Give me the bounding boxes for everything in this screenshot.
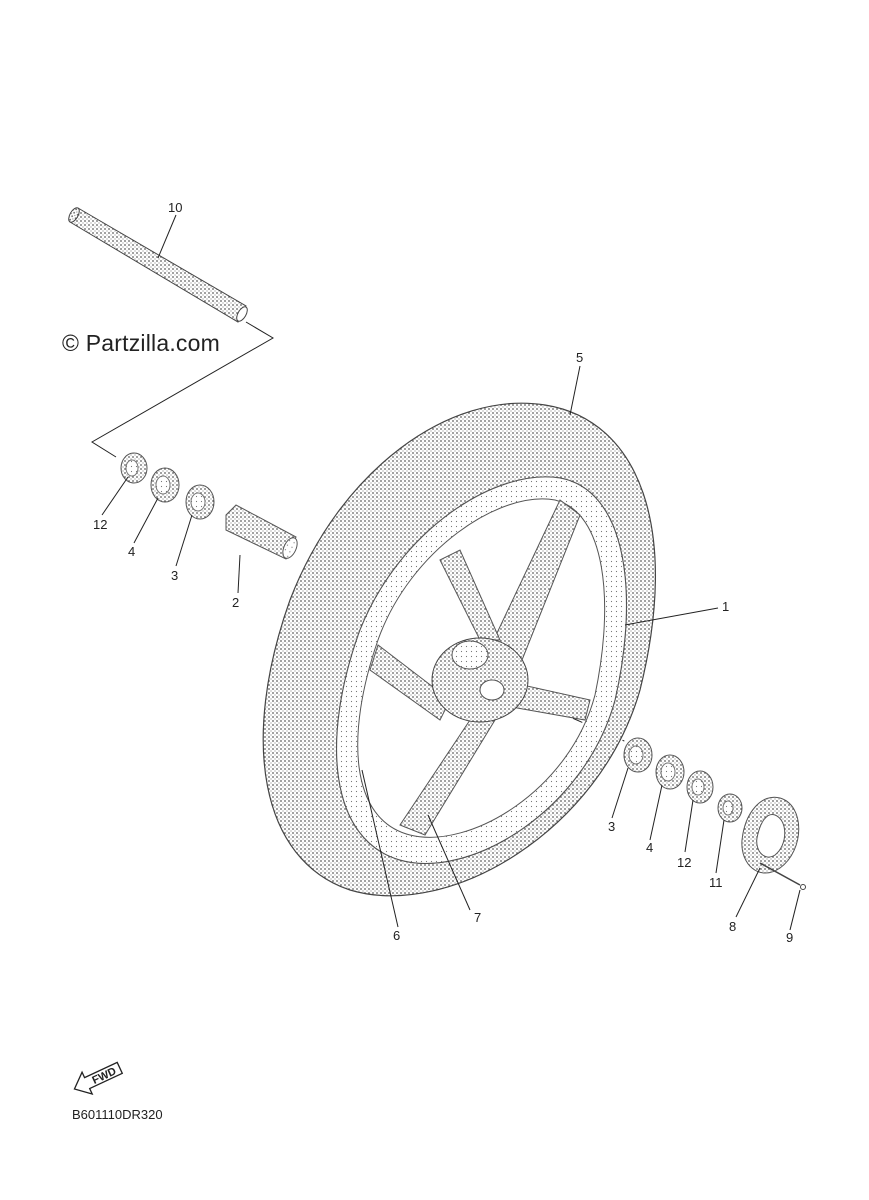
bearing-3-right [623,737,653,773]
screw-9 [759,862,806,890]
callout-4-left: 4 [128,544,135,559]
collar-12-left [120,452,148,484]
callout-12-right: 12 [677,855,691,870]
watermark-text: © Partzilla.com [62,330,220,356]
collar-12-right [686,770,714,804]
oil-seal-4-right [655,754,685,790]
callout-6: 6 [393,928,400,943]
oil-seal-4-left [150,467,180,503]
diagram-code: B601110DR320 [72,1107,163,1122]
callout-11: 11 [709,875,723,890]
callout-5: 5 [576,350,583,365]
callout-3-left: 3 [171,568,178,583]
callout-2: 2 [232,595,239,610]
collar-11 [717,793,743,823]
spacer-2 [225,504,298,560]
fwd-arrow-icon: FWD [73,1061,124,1095]
leader-lines [101,214,801,931]
hub-part [431,637,529,723]
callout-9: 9 [786,930,793,945]
callout-10: 10 [168,200,182,215]
callout-4-right: 4 [646,840,653,855]
axle-part [68,207,248,323]
callout-3-right: 3 [608,819,615,834]
bearing-3-left [185,484,215,520]
callout-8: 8 [729,919,736,934]
speedometer-rotor-8 [741,796,800,874]
callout-1: 1 [722,599,729,614]
callout-12-left: 12 [93,517,107,532]
rim-part [336,476,627,864]
callout-numbers: 10 5 1 12 4 3 2 3 4 12 11 8 9 6 7 [93,200,793,945]
front-wheel-assembly [262,402,656,897]
fwd-label: FWD [90,1065,118,1086]
callout-7: 7 [474,910,481,925]
